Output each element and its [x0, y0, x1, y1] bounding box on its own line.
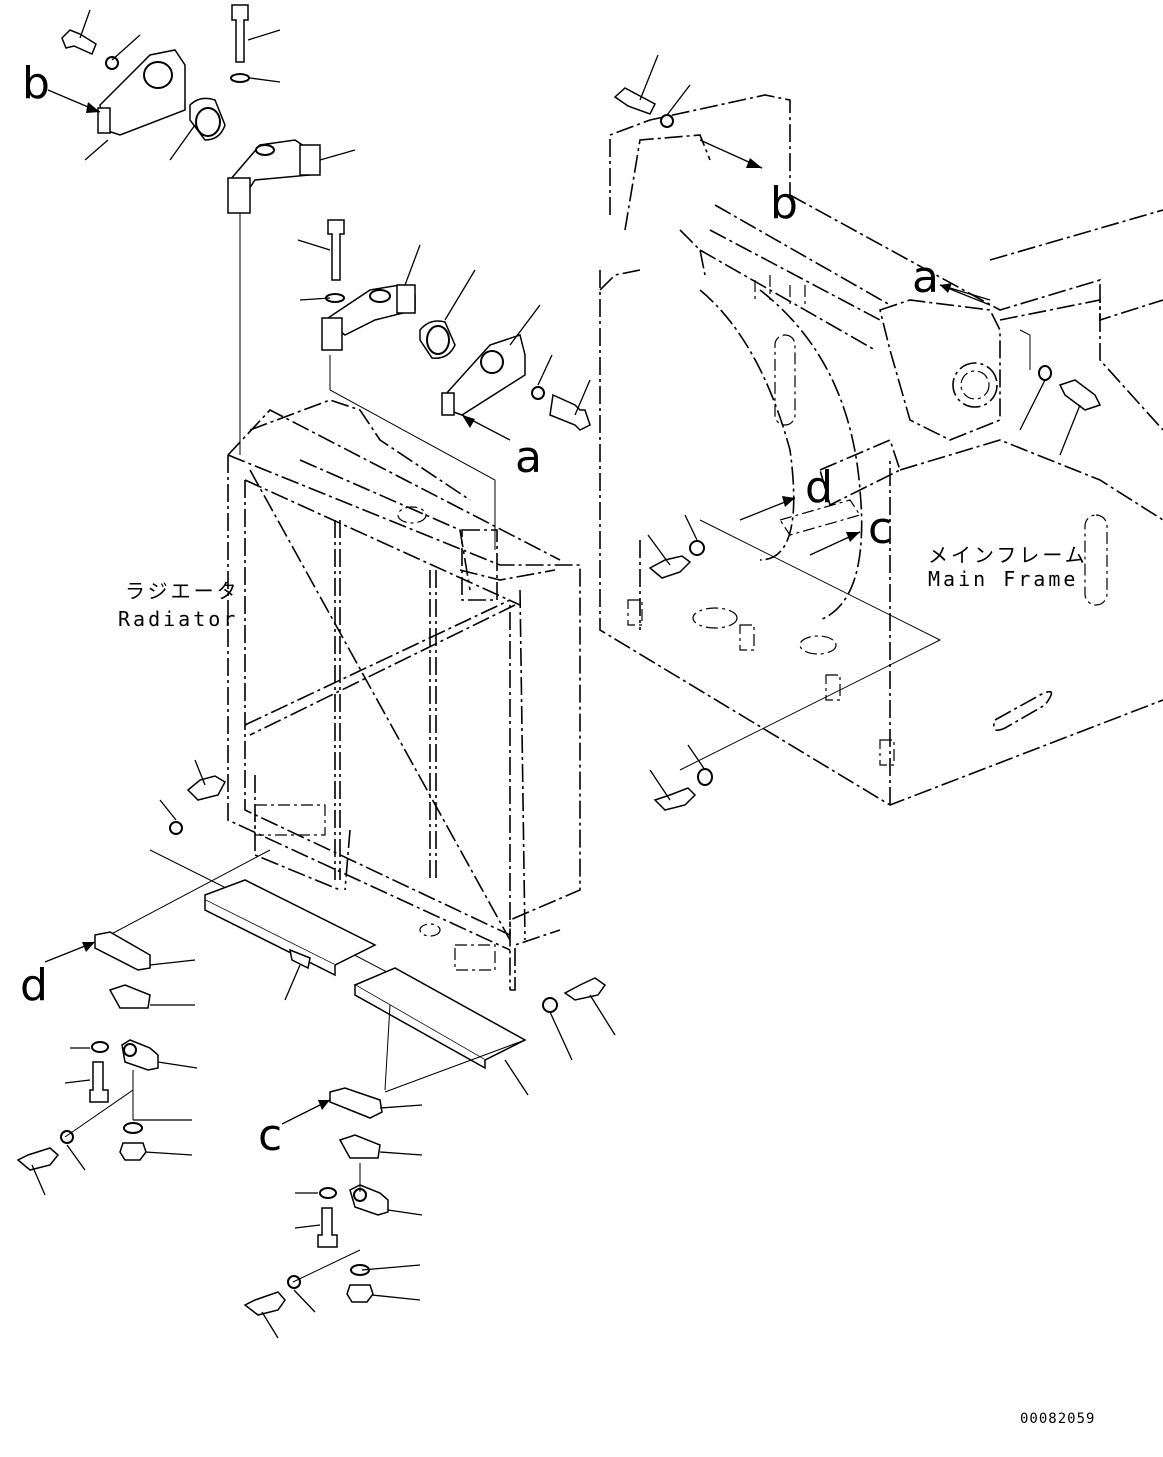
radiator: [227, 355, 581, 991]
ref-mark-b-right: b: [770, 178, 798, 229]
ref-mark-d-left: d: [20, 960, 48, 1011]
radiator-label-jp: ラジエータ: [125, 579, 240, 603]
part-name-labels: ラジエータ Radiator メインフレーム Main Frame: [118, 543, 1088, 631]
ref-mark-a-right: a: [912, 252, 939, 303]
ref-mark-a-center: a: [515, 432, 542, 483]
main-frame: [599, 94, 1163, 806]
bracket-c: [243, 1039, 526, 1339]
reference-letters: b a b a d c d c: [20, 58, 939, 1161]
radiator-bottom-bolts: [149, 759, 616, 1061]
ref-mark-d-right: d: [805, 462, 833, 513]
ref-mark-c-bottom: c: [258, 1110, 282, 1161]
main-frame-label-jp: メインフレーム: [928, 543, 1088, 567]
ref-mark-b-left: b: [22, 58, 50, 109]
hinge-assembly-a: [297, 219, 591, 431]
bottom-covers: [99, 849, 529, 1096]
main-frame-label-en: Main Frame: [928, 567, 1078, 591]
frame-mid-bolts: [647, 497, 861, 811]
radiator-label-en: Radiator: [118, 607, 238, 631]
drawing-number: 00082059: [1020, 1411, 1095, 1427]
ref-mark-c-right: c: [868, 503, 892, 554]
frame-top-bolts: [613, 54, 1102, 456]
hinge-assembly-b: [61, 4, 356, 455]
bracket-d: [16, 931, 198, 1196]
reference-arrows: [44, 89, 991, 1125]
